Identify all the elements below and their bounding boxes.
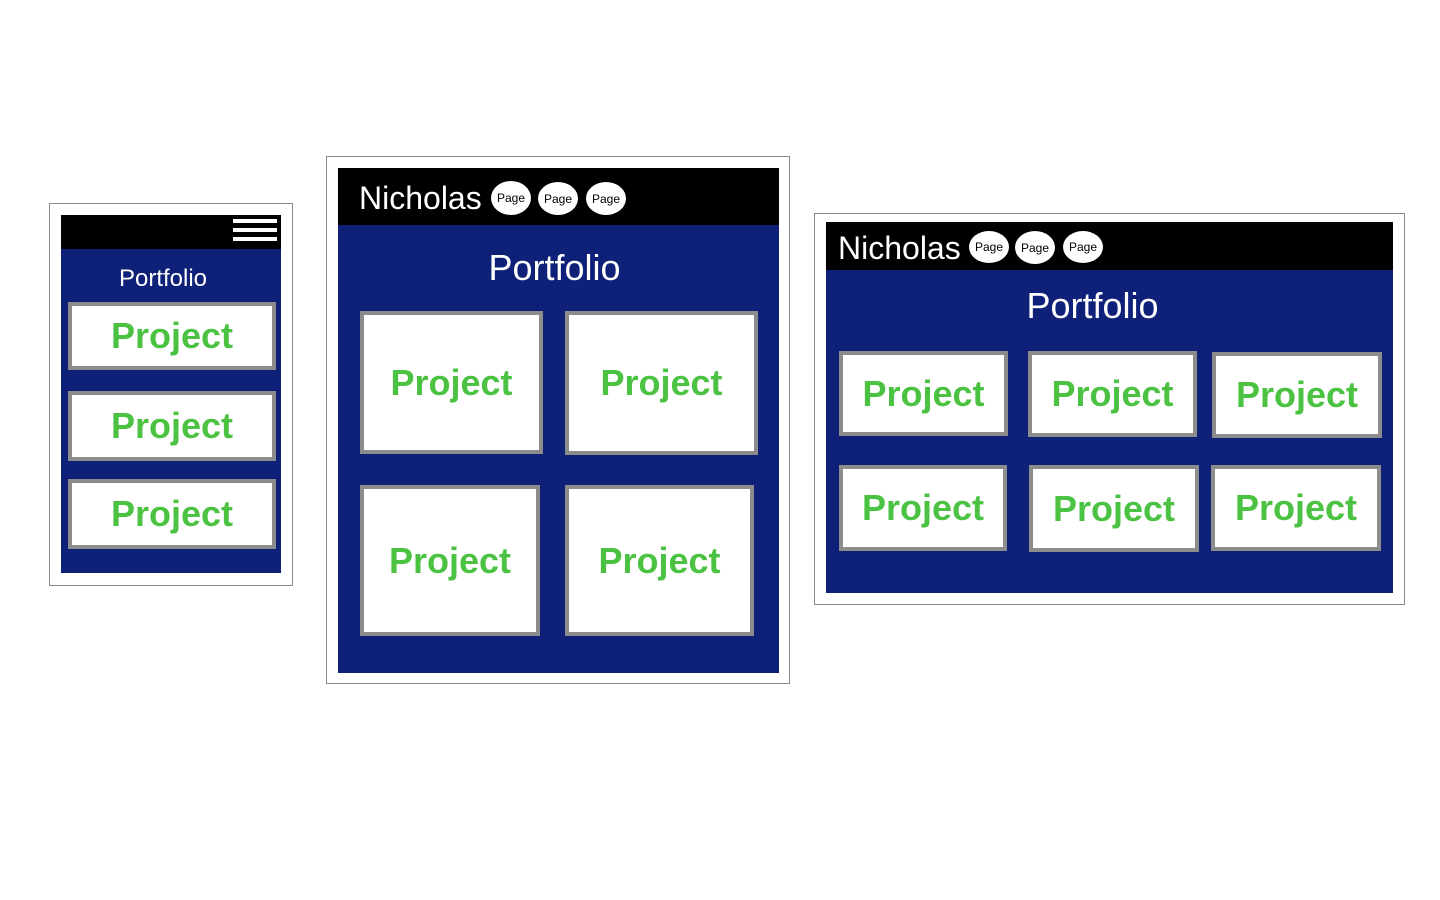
- tablet-wireframe: Nicholas Page Page Page Portfolio Projec…: [326, 156, 790, 684]
- tablet-nav-bar: Nicholas Page Page Page: [338, 168, 779, 225]
- hamburger-icon[interactable]: [233, 219, 277, 245]
- desktop-project-card[interactable]: Project: [1028, 351, 1197, 437]
- desktop-project-card[interactable]: Project: [1212, 352, 1382, 438]
- mobile-project-card[interactable]: Project: [68, 302, 276, 370]
- tablet-project-card[interactable]: Project: [360, 485, 540, 636]
- tablet-project-card[interactable]: Project: [565, 311, 758, 455]
- tablet-brand-name: Nicholas: [359, 180, 482, 216]
- tablet-page-link[interactable]: Page: [586, 182, 626, 215]
- project-label: Project: [861, 487, 985, 528]
- project-label: Project: [388, 539, 512, 581]
- desktop-page-link[interactable]: Page: [969, 231, 1009, 263]
- desktop-portfolio-heading: Portfolio: [1026, 285, 1159, 326]
- desktop-project-card[interactable]: Project: [1211, 465, 1381, 551]
- mobile-portfolio-heading: Portfolio: [118, 265, 208, 292]
- project-label: Project: [390, 361, 513, 403]
- project-label: Project: [110, 493, 234, 534]
- mobile-wireframe: Portfolio Project Project Project: [49, 203, 293, 586]
- tablet-screen: Nicholas Page Page Page Portfolio Projec…: [338, 168, 779, 673]
- desktop-brand-name: Nicholas: [838, 230, 961, 266]
- tablet-page-link[interactable]: Page: [538, 182, 578, 215]
- project-label: Project: [1051, 373, 1174, 414]
- mobile-nav-bar: [61, 215, 281, 249]
- tablet-project-card[interactable]: Project: [565, 485, 754, 636]
- tablet-portfolio-heading: Portfolio: [488, 247, 621, 288]
- desktop-project-card[interactable]: Project: [839, 465, 1007, 551]
- tablet-project-card[interactable]: Project: [360, 311, 543, 454]
- project-label: Project: [862, 372, 985, 414]
- mobile-screen: Portfolio Project Project Project: [61, 215, 281, 573]
- project-label: Project: [598, 539, 721, 581]
- desktop-project-card[interactable]: Project: [839, 351, 1008, 436]
- project-label: Project: [110, 315, 234, 356]
- desktop-project-card[interactable]: Project: [1029, 465, 1199, 552]
- project-label: Project: [110, 405, 234, 446]
- desktop-page-link[interactable]: Page: [1015, 231, 1055, 264]
- desktop-page-link[interactable]: Page: [1063, 231, 1103, 263]
- project-label: Project: [1234, 487, 1358, 528]
- desktop-wireframe: Nicholas Page Page Page Portfolio Projec…: [814, 213, 1405, 605]
- project-label: Project: [1052, 487, 1176, 529]
- project-label: Project: [600, 362, 723, 403]
- desktop-screen: Nicholas Page Page Page Portfolio Projec…: [826, 222, 1393, 593]
- desktop-nav-bar: Nicholas Page Page Page: [826, 222, 1393, 270]
- mobile-project-card[interactable]: Project: [68, 479, 276, 549]
- tablet-page-link[interactable]: Page: [491, 181, 531, 215]
- project-label: Project: [1235, 374, 1359, 415]
- mobile-project-card[interactable]: Project: [68, 391, 276, 461]
